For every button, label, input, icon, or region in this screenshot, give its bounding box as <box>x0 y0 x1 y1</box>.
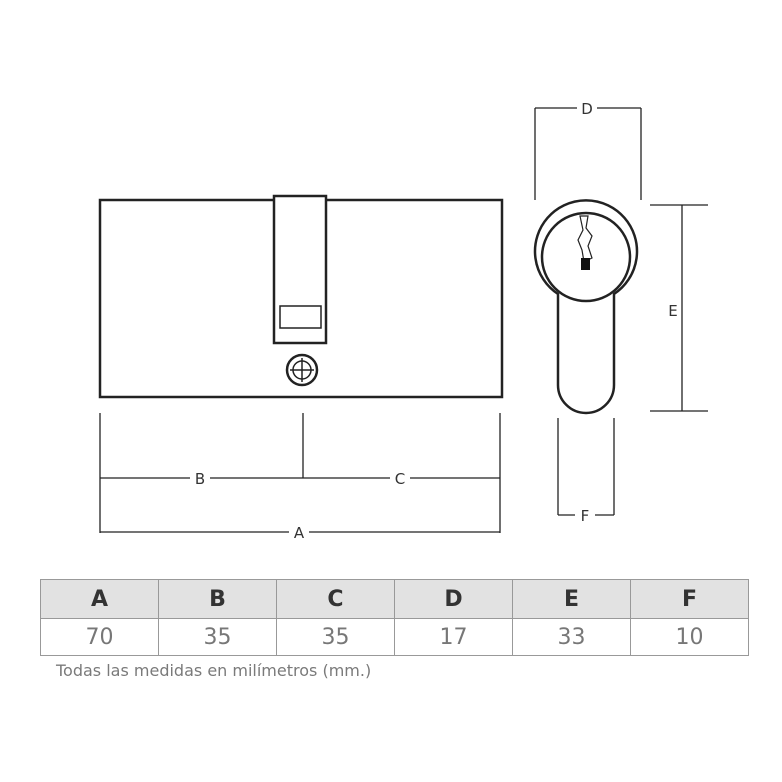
value-e: 33 <box>512 618 631 656</box>
header-d: D <box>394 579 513 619</box>
dimension-lines-def <box>534 107 708 516</box>
cylinder-side-view <box>98 194 504 399</box>
value-f: 10 <box>630 618 749 656</box>
label-c: C <box>395 470 405 488</box>
label-b: B <box>195 470 205 488</box>
cam-slot <box>279 305 322 329</box>
dimension-lines-abc <box>99 413 501 533</box>
dimensions-table: A B C D E F 70 35 35 17 33 10 <box>40 579 749 656</box>
value-d: 17 <box>394 618 513 656</box>
cylinder-front-view <box>533 199 639 415</box>
keyway-icon <box>577 215 593 263</box>
label-f: F <box>581 507 590 525</box>
header-c: C <box>276 579 395 619</box>
value-c: 35 <box>276 618 395 656</box>
header-b: B <box>158 579 277 619</box>
screw-icon <box>285 353 319 387</box>
label-a: A <box>294 524 305 542</box>
cam <box>272 194 328 345</box>
header-f: F <box>630 579 749 619</box>
units-note: Todas las medidas en milímetros (mm.) <box>56 661 372 680</box>
table-row: 70 35 35 17 33 10 <box>40 618 749 656</box>
header-a: A <box>40 579 159 619</box>
label-e: E <box>668 302 677 320</box>
label-d: D <box>581 100 593 118</box>
value-a: 70 <box>40 618 159 656</box>
value-b: 35 <box>158 618 277 656</box>
header-e: E <box>512 579 631 619</box>
table-header-row: A B C D E F <box>40 579 749 619</box>
